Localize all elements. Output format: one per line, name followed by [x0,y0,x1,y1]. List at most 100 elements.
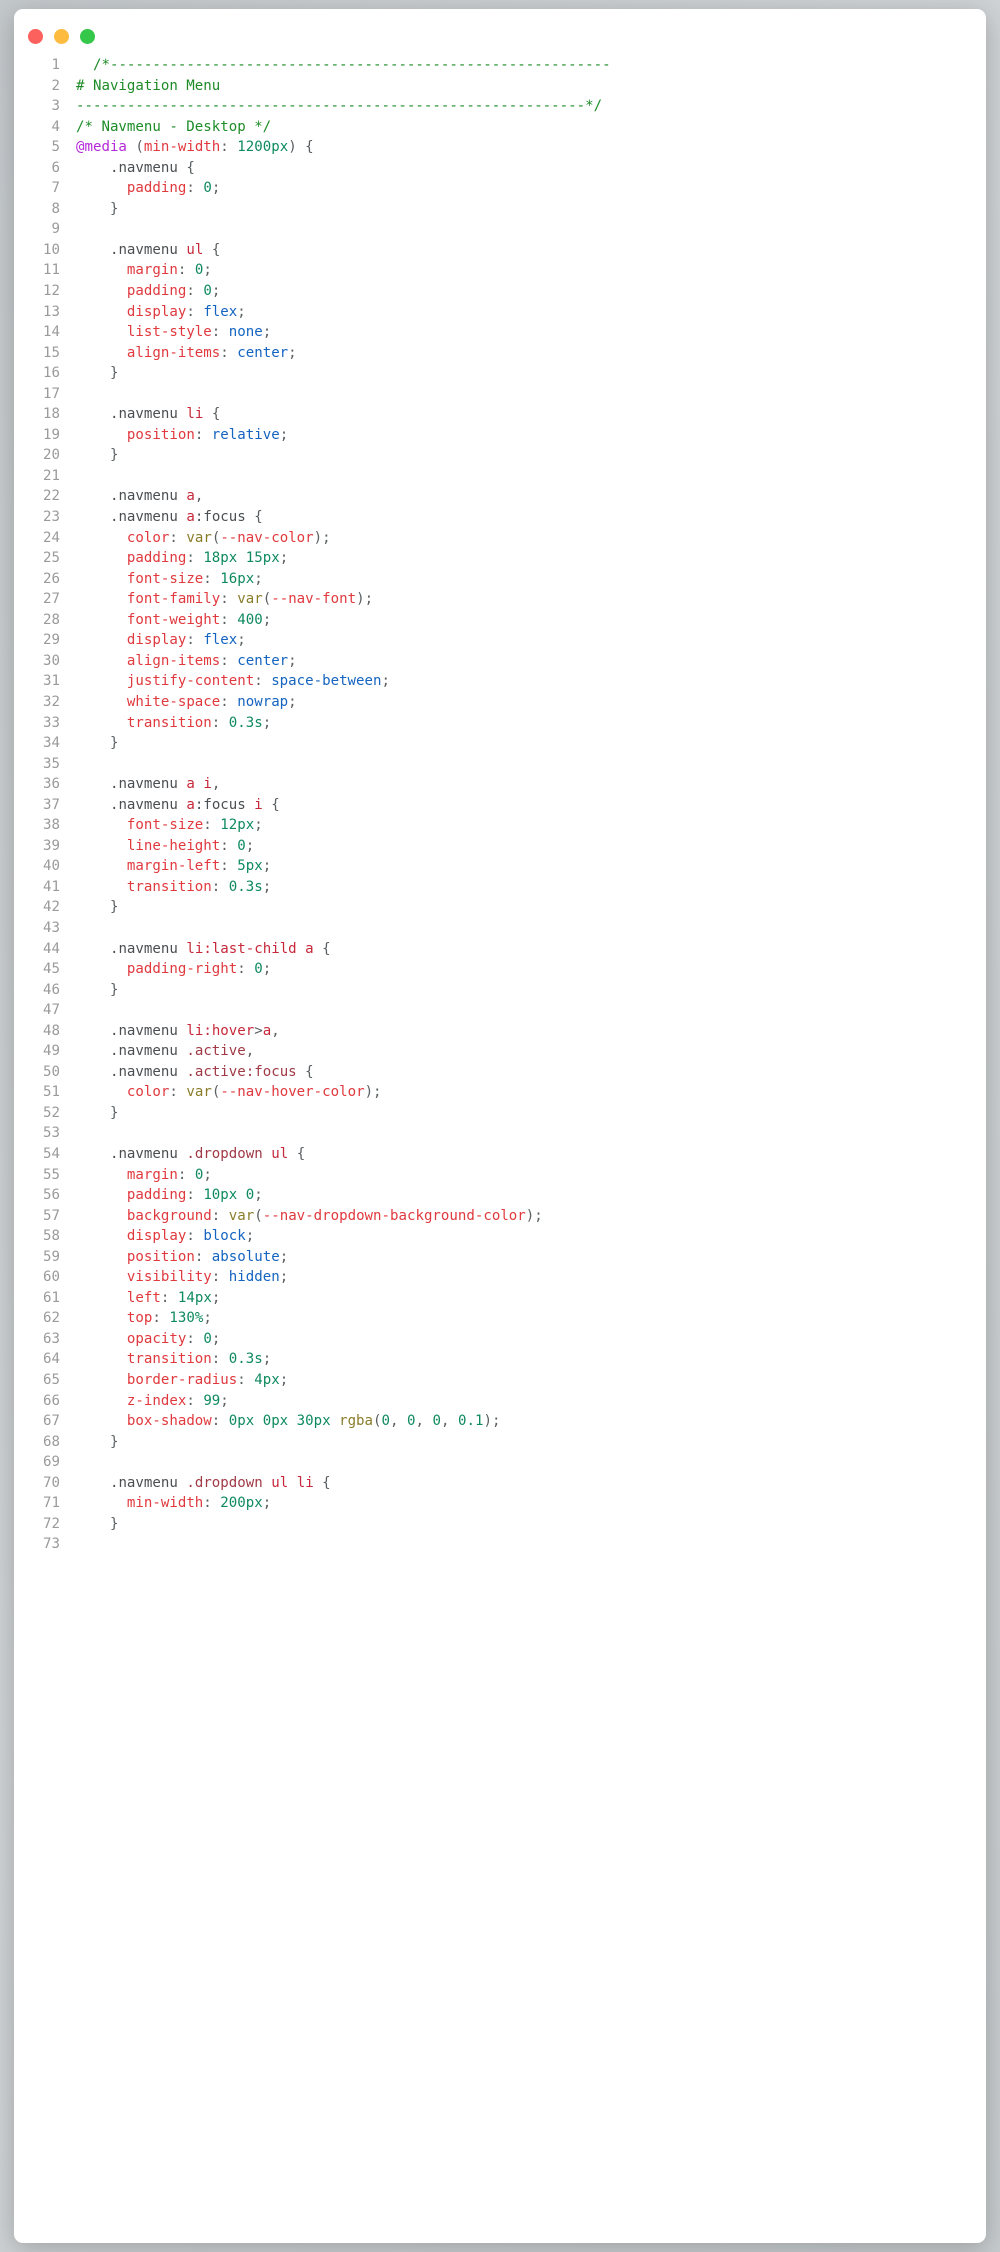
code-line[interactable]: 3---------------------------------------… [14,96,986,117]
code-line[interactable]: 39 line-height: 0; [14,836,986,857]
code-line[interactable]: 54 .navmenu .dropdown ul { [14,1144,986,1165]
code-line[interactable]: 51 color: var(--nav-hover-color); [14,1082,986,1103]
code-text: font-size: 16px; [76,571,263,587]
code-line[interactable]: 28 font-weight: 400; [14,610,986,631]
code-line[interactable]: 42 } [14,897,986,918]
code-line[interactable]: 66 z-index: 99; [14,1391,986,1412]
code-line[interactable]: 52 } [14,1103,986,1124]
code-line[interactable]: 29 display: flex; [14,630,986,651]
code-line[interactable]: 71 min-width: 200px; [14,1493,986,1514]
code-line[interactable]: 10 .navmenu ul { [14,240,986,261]
code-line[interactable]: 4/* Navmenu - Desktop */ [14,117,986,138]
code-token: nowrap [237,693,289,710]
code-line[interactable]: 47 [14,1000,986,1021]
code-token [76,797,110,813]
code-line[interactable]: 31 justify-content: space-between; [14,671,986,692]
code-line[interactable]: 35 [14,754,986,775]
code-line[interactable]: 50 .navmenu .active:focus { [14,1062,986,1083]
code-line[interactable]: 40 margin-left: 5px; [14,856,986,877]
line-number: 8 [51,200,61,217]
code-token: var [186,529,212,546]
code-token: : [220,858,238,875]
code-line[interactable]: 64 transition: 0.3s; [14,1349,986,1370]
code-token: } [76,1433,119,1450]
code-line[interactable]: 23 .navmenu a:focus { [14,507,986,528]
code-line[interactable]: 63 opacity: 0; [14,1329,986,1350]
code-line[interactable]: 59 position: absolute; [14,1247,986,1268]
code-line[interactable]: 58 display: block; [14,1226,986,1247]
code-line[interactable]: 65 border-radius: 4px; [14,1370,986,1391]
code-token: 0 [381,1413,391,1430]
code-line[interactable]: 13 display: flex; [14,302,986,323]
code-line[interactable]: 17 [14,384,986,405]
code-line[interactable]: 11 margin: 0; [14,260,986,281]
code-line[interactable]: 12 padding: 0; [14,281,986,302]
maximize-button[interactable] [80,29,95,44]
code-line[interactable]: 49 .navmenu .active, [14,1041,986,1062]
code-line[interactable]: 8 } [14,199,986,220]
code-line[interactable]: 67 box-shadow: 0px 0px 30px rgba(0, 0, 0… [14,1411,986,1432]
code-line[interactable]: 27 font-family: var(--nav-font); [14,589,986,610]
code-line[interactable]: 69 [14,1452,986,1473]
code-line[interactable]: 6 .navmenu { [14,158,986,179]
code-line[interactable]: 45 padding-right: 0; [14,959,986,980]
code-line[interactable]: 57 background: var(--nav-dropdown-backgr… [14,1206,986,1227]
code-line[interactable]: 20 } [14,445,986,466]
line-number: 24 [43,529,60,546]
code-line[interactable]: 9 [14,219,986,240]
code-line[interactable]: 62 top: 130%; [14,1308,986,1329]
code-line[interactable]: 34 } [14,733,986,754]
code-line[interactable]: 61 left: 14px; [14,1288,986,1309]
code-line[interactable]: 19 position: relative; [14,425,986,446]
code-line[interactable]: 26 font-size: 16px; [14,569,986,590]
code-line[interactable]: 37 .navmenu a:focus i { [14,795,986,816]
code-line[interactable]: 7 padding: 0; [14,178,986,199]
code-line[interactable]: 46 } [14,980,986,1001]
code-line[interactable]: 14 list-style: none; [14,322,986,343]
code-token: --nav-color [220,529,314,546]
code-token [76,653,127,669]
code-line[interactable]: 72 } [14,1514,986,1535]
code-text: position: absolute; [76,1249,288,1265]
code-line[interactable]: 18 .navmenu li { [14,404,986,425]
code-line[interactable]: 5@media (min-width: 1200px) { [14,137,986,158]
code-line[interactable]: 36 .navmenu a i, [14,774,986,795]
code-token: transition [126,714,212,731]
code-line[interactable]: 21 [14,466,986,487]
close-button[interactable] [28,29,43,44]
code-line[interactable]: 24 color: var(--nav-color); [14,528,986,549]
code-line[interactable]: 41 transition: 0.3s; [14,877,986,898]
code-line[interactable]: 48 .navmenu li:hover>a, [14,1021,986,1042]
code-token: : [220,139,238,156]
code-line[interactable]: 55 margin: 0; [14,1165,986,1186]
code-token: ; [279,1248,289,1265]
traffic-light-buttons[interactable] [28,29,95,44]
code-line[interactable]: 30 align-items: center; [14,651,986,672]
code-line[interactable]: 15 align-items: center; [14,343,986,364]
minimize-button[interactable] [54,29,69,44]
code-line[interactable]: 1 /*------------------------------------… [14,55,986,76]
code-line[interactable]: 2# Navigation Menu [14,76,986,97]
code-line[interactable]: 25 padding: 18px 15px; [14,548,986,569]
code-token: ; [254,570,263,587]
code-line[interactable]: 60 visibility: hidden; [14,1267,986,1288]
code-line[interactable]: 56 padding: 10px 0; [14,1185,986,1206]
code-token [76,427,127,443]
code-line[interactable]: 43 [14,918,986,939]
code-line[interactable]: 38 font-size: 12px; [14,815,986,836]
code-token [76,345,127,361]
code-line[interactable]: 44 .navmenu li:last-child a { [14,939,986,960]
code-editor-content[interactable]: 1 /*------------------------------------… [14,55,986,1555]
code-token [76,1331,127,1347]
line-number: 55 [43,1166,60,1183]
code-line[interactable]: 22 .navmenu a, [14,486,986,507]
code-line[interactable]: 68 } [14,1432,986,1453]
code-token: a [186,776,195,793]
code-token: align-items [126,652,221,669]
code-line[interactable]: 32 white-space: nowrap; [14,692,986,713]
code-line[interactable]: 73 [14,1534,986,1555]
code-line[interactable]: 53 [14,1123,986,1144]
code-line[interactable]: 33 transition: 0.3s; [14,713,986,734]
code-line[interactable]: 70 .navmenu .dropdown ul li { [14,1473,986,1494]
code-line[interactable]: 16 } [14,363,986,384]
